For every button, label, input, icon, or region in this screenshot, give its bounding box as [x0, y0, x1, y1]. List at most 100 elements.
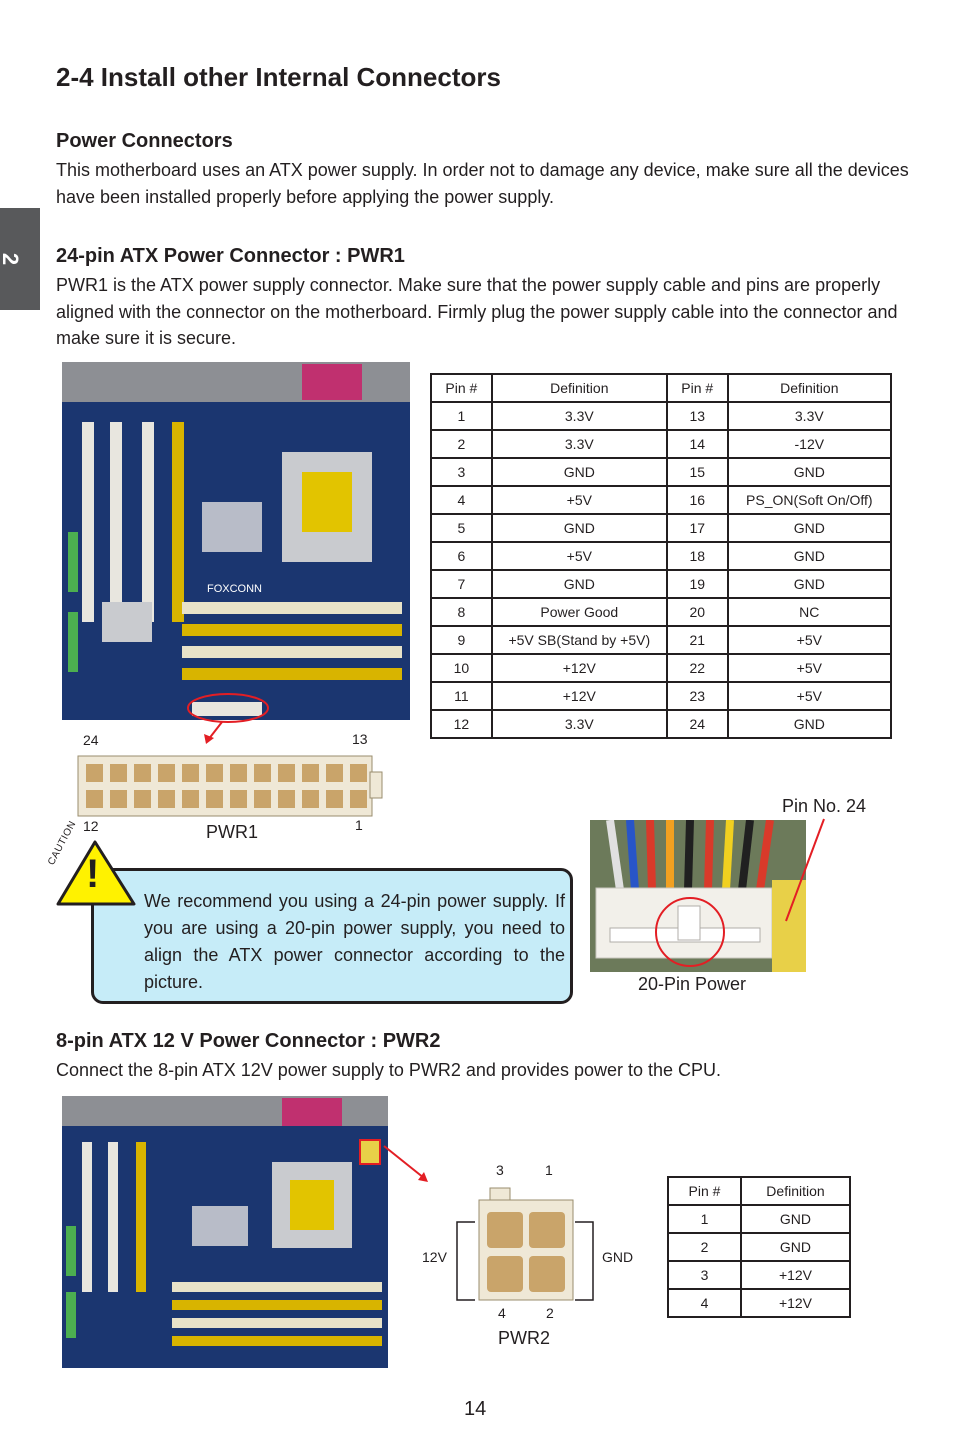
table-cell: +12V [490, 653, 668, 683]
table-cell: 1 [667, 1204, 742, 1234]
table-cell: 15 [665, 457, 729, 487]
table-cell: +5V [726, 681, 893, 711]
page-title: 2-4 Install other Internal Connectors [56, 62, 501, 92]
table-cell: 23 [665, 681, 729, 711]
table-cell: 3.3V [490, 401, 668, 431]
table-cell: GND [739, 1232, 852, 1262]
pin-24-pointer-line [785, 818, 825, 922]
table-cell: 16 [665, 485, 729, 515]
pwr2-pin-1: 1 [545, 1162, 553, 1178]
table-cell: NC [726, 597, 893, 627]
table-cell: +12V [490, 681, 668, 711]
table-cell: 11 [430, 681, 493, 711]
pwr2-12v-label: 12V [422, 1249, 447, 1265]
pwr1-pin-13: 13 [352, 731, 368, 747]
table-cell: GND [490, 457, 668, 487]
table-cell: 9 [430, 625, 493, 655]
pwr1-highlight-arrow [187, 693, 269, 744]
table-cell: 12 [430, 709, 493, 739]
board-brand: FOXCONN [207, 583, 262, 595]
table-cell: GND [726, 709, 893, 739]
table-cell: GND [739, 1204, 852, 1234]
table-cell: +5V [726, 625, 893, 655]
pwr1-pin-12: 12 [83, 818, 99, 834]
pwr1-pin-1: 1 [355, 817, 363, 833]
table-cell: 8 [430, 597, 493, 627]
table-cell: +12V [739, 1288, 852, 1318]
table-cell: 17 [665, 513, 729, 543]
table-cell: 19 [665, 569, 729, 599]
table-cell: 18 [665, 541, 729, 571]
table-cell: 3.3V [726, 401, 893, 431]
table-cell: 4 [430, 485, 493, 515]
table-cell: GND [490, 569, 668, 599]
20-pin-power-photo [590, 820, 806, 972]
table-cell: +12V [739, 1260, 852, 1290]
motherboard-image-pwr1: FOXCONN [62, 362, 410, 720]
table-header-row: Pin # Definition [667, 1176, 852, 1206]
table-cell: 2 [430, 429, 493, 459]
table-cell: Power Good [490, 597, 668, 627]
table-cell: +5V [490, 541, 668, 571]
table-cell: 14 [665, 429, 729, 459]
table-header-row: Pin # Definition Pin # Definition [430, 373, 893, 403]
table-cell: 13 [665, 401, 729, 431]
table-cell: GND [726, 513, 893, 543]
table-header: Definition [739, 1176, 852, 1206]
table-cell: 6 [430, 541, 493, 571]
pwr2-pin-3: 3 [496, 1162, 504, 1178]
20-pin-power-caption: 20-Pin Power [638, 974, 747, 994]
pwr1-label: PWR1 [206, 822, 259, 842]
table-cell: 24 [665, 709, 729, 739]
pwr1-connector-diagram [77, 755, 383, 817]
table-cell: +5V SB(Stand by +5V) [490, 625, 668, 655]
caution-box [91, 868, 573, 1004]
pwr1-text: PWR1 is the ATX power supply connector. … [56, 275, 898, 348]
pwr2-text: Connect the 8-pin ATX 12V power supply t… [56, 1060, 722, 1080]
pwr2-heading: 8-pin ATX 12 V Power Connector : PWR2 [56, 1030, 441, 1052]
chapter-number: 2 [0, 252, 24, 266]
table-cell: 3.3V [490, 709, 668, 739]
table-header: Pin # [665, 373, 729, 403]
table-row: 3+12V [667, 1260, 852, 1290]
table-row: 9+5V SB(Stand by +5V)21+5V [430, 625, 893, 655]
table-cell: 21 [665, 625, 729, 655]
table-cell: GND [726, 541, 893, 571]
table-cell: 1 [430, 401, 493, 431]
pwr2-connector-diagram [456, 1187, 594, 1301]
caution-warning-icon [56, 840, 136, 906]
motherboard-image-pwr2 [62, 1096, 388, 1368]
table-cell: PS_ON(Soft On/Off) [726, 485, 893, 515]
pwr1-pin-24: 24 [83, 732, 99, 748]
table-cell: 4 [667, 1288, 742, 1318]
table-cell: +5V [726, 653, 893, 683]
pin-no-24-label: Pin No. 24 [782, 796, 867, 816]
table-cell: 3.3V [490, 429, 668, 459]
table-cell: 20 [665, 597, 729, 627]
table-header: Definition [490, 373, 668, 403]
caution-text: We recommend you using a 24-pin power su… [144, 891, 565, 992]
table-cell: GND [490, 513, 668, 543]
power-connectors-heading: Power Connectors [56, 130, 233, 152]
table-cell: 7 [430, 569, 493, 599]
table-row: 4+12V [667, 1288, 852, 1318]
table-header: Pin # [667, 1176, 742, 1206]
table-cell: GND [726, 457, 893, 487]
pwr2-pointer-arrow [383, 1145, 428, 1182]
table-cell: -12V [726, 429, 893, 459]
table-header: Pin # [430, 373, 493, 403]
table-cell: 5 [430, 513, 493, 543]
